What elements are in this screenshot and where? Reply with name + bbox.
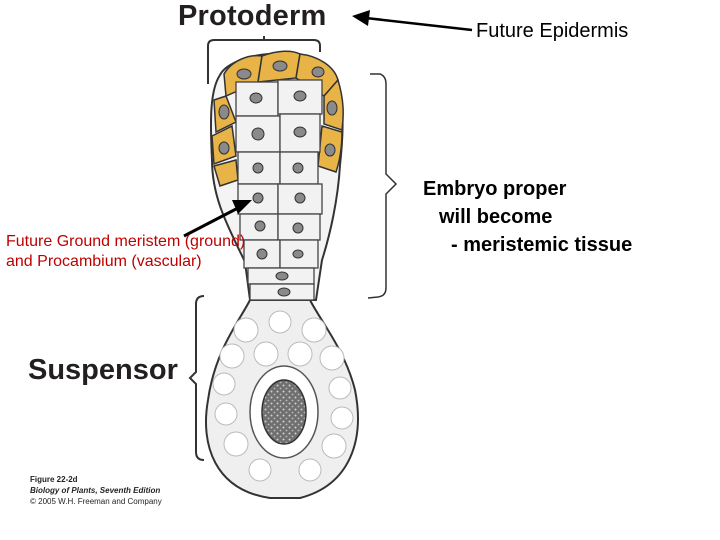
protoderm-bracket <box>207 36 321 84</box>
credit-line-1: Figure 22-2d <box>30 475 78 484</box>
ground-meristem-label: Future Ground meristem (ground) and Proc… <box>6 232 245 272</box>
arrow-ground-meristem <box>183 200 252 238</box>
credit-line-2: Biology of Plants, Seventh Edition <box>30 486 161 495</box>
suspensor-vacuoles <box>212 310 354 482</box>
embryo-proper-brace <box>367 73 398 299</box>
inner-cells <box>235 79 323 301</box>
suspensor-label: Suspensor <box>28 354 178 386</box>
future-epidermis-label: Future Epidermis <box>476 20 629 42</box>
figure-credit: Figure 22-2d Biology of Plants, Seventh … <box>30 474 162 507</box>
protoderm-label: Protoderm <box>178 0 327 32</box>
embryo-label-line-3: - meristemic tissue <box>451 234 633 256</box>
embryo-label-line-2: will become <box>439 206 553 228</box>
ground-label-line-1: Future Ground meristem (ground) <box>6 233 246 250</box>
suspensor-bracket <box>188 295 205 461</box>
basal-nucleus <box>261 379 307 445</box>
embryo-proper-label: Embryo proper will become - meristemic t… <box>423 175 632 259</box>
nuclei <box>218 60 338 297</box>
embryo-label-line-1: Embryo proper <box>423 178 567 200</box>
ground-label-line-2: and Procambium (vascular) <box>6 253 202 270</box>
arrow-future-epidermis <box>352 10 473 32</box>
credit-line-3: © 2005 W.H. Freeman and Company <box>30 497 162 506</box>
